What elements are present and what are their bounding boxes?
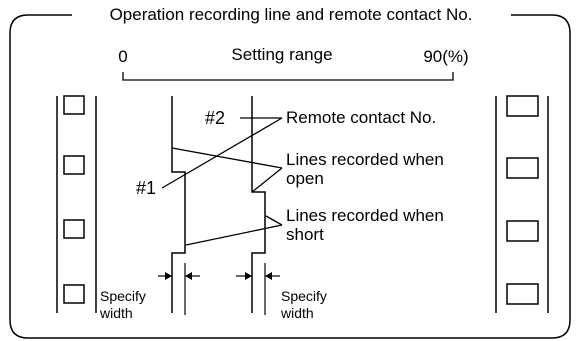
scale-bracket bbox=[122, 72, 454, 81]
specify-width-left-line1: Specify bbox=[100, 288, 146, 304]
specify-width-right-line2: width bbox=[280, 305, 314, 321]
arrowhead bbox=[245, 272, 252, 280]
specify-width-right-line1: Specify bbox=[281, 288, 327, 304]
recording-line-1 bbox=[171, 96, 186, 313]
sprocket-hole bbox=[63, 219, 85, 239]
sprocket-hole bbox=[63, 95, 85, 115]
scale-min-label: 0 bbox=[118, 47, 127, 66]
left-paper-strip bbox=[56, 95, 97, 313]
short-leader-1 bbox=[265, 215, 283, 226]
scale-range-label: Setting range bbox=[231, 45, 332, 64]
scale-max-label: 90(%) bbox=[423, 47, 468, 66]
sprocket-hole bbox=[506, 157, 539, 179]
remote-contact-label: Remote contact No. bbox=[286, 108, 436, 127]
right-paper-strip bbox=[495, 95, 549, 313]
sprocket-hole bbox=[63, 155, 85, 175]
diagram-title: Operation recording line and remote cont… bbox=[110, 5, 473, 24]
sprocket-hole bbox=[506, 95, 539, 117]
short-leader-2 bbox=[185, 224, 283, 246]
contact-1-label: #1 bbox=[136, 178, 156, 198]
short-label-line2: short bbox=[286, 225, 324, 244]
recording-line-2 bbox=[251, 96, 266, 313]
sprocket-hole bbox=[506, 220, 539, 242]
open-leader-2 bbox=[251, 167, 283, 193]
short-label-line1: Lines recorded when bbox=[286, 206, 444, 225]
specify-width-left-line2: width bbox=[99, 305, 133, 321]
open-leader-1 bbox=[171, 147, 283, 169]
contact-1-leader bbox=[161, 117, 283, 189]
outer-frame bbox=[9, 14, 571, 339]
arrowhead bbox=[185, 272, 192, 280]
sprocket-hole bbox=[506, 283, 539, 305]
open-label-line1: Lines recorded when bbox=[286, 150, 444, 169]
contact-2-label: #2 bbox=[205, 108, 225, 128]
sprocket-hole bbox=[63, 284, 85, 304]
arrowhead bbox=[265, 272, 272, 280]
open-label-line2: open bbox=[286, 169, 324, 188]
arrowhead bbox=[165, 272, 172, 280]
